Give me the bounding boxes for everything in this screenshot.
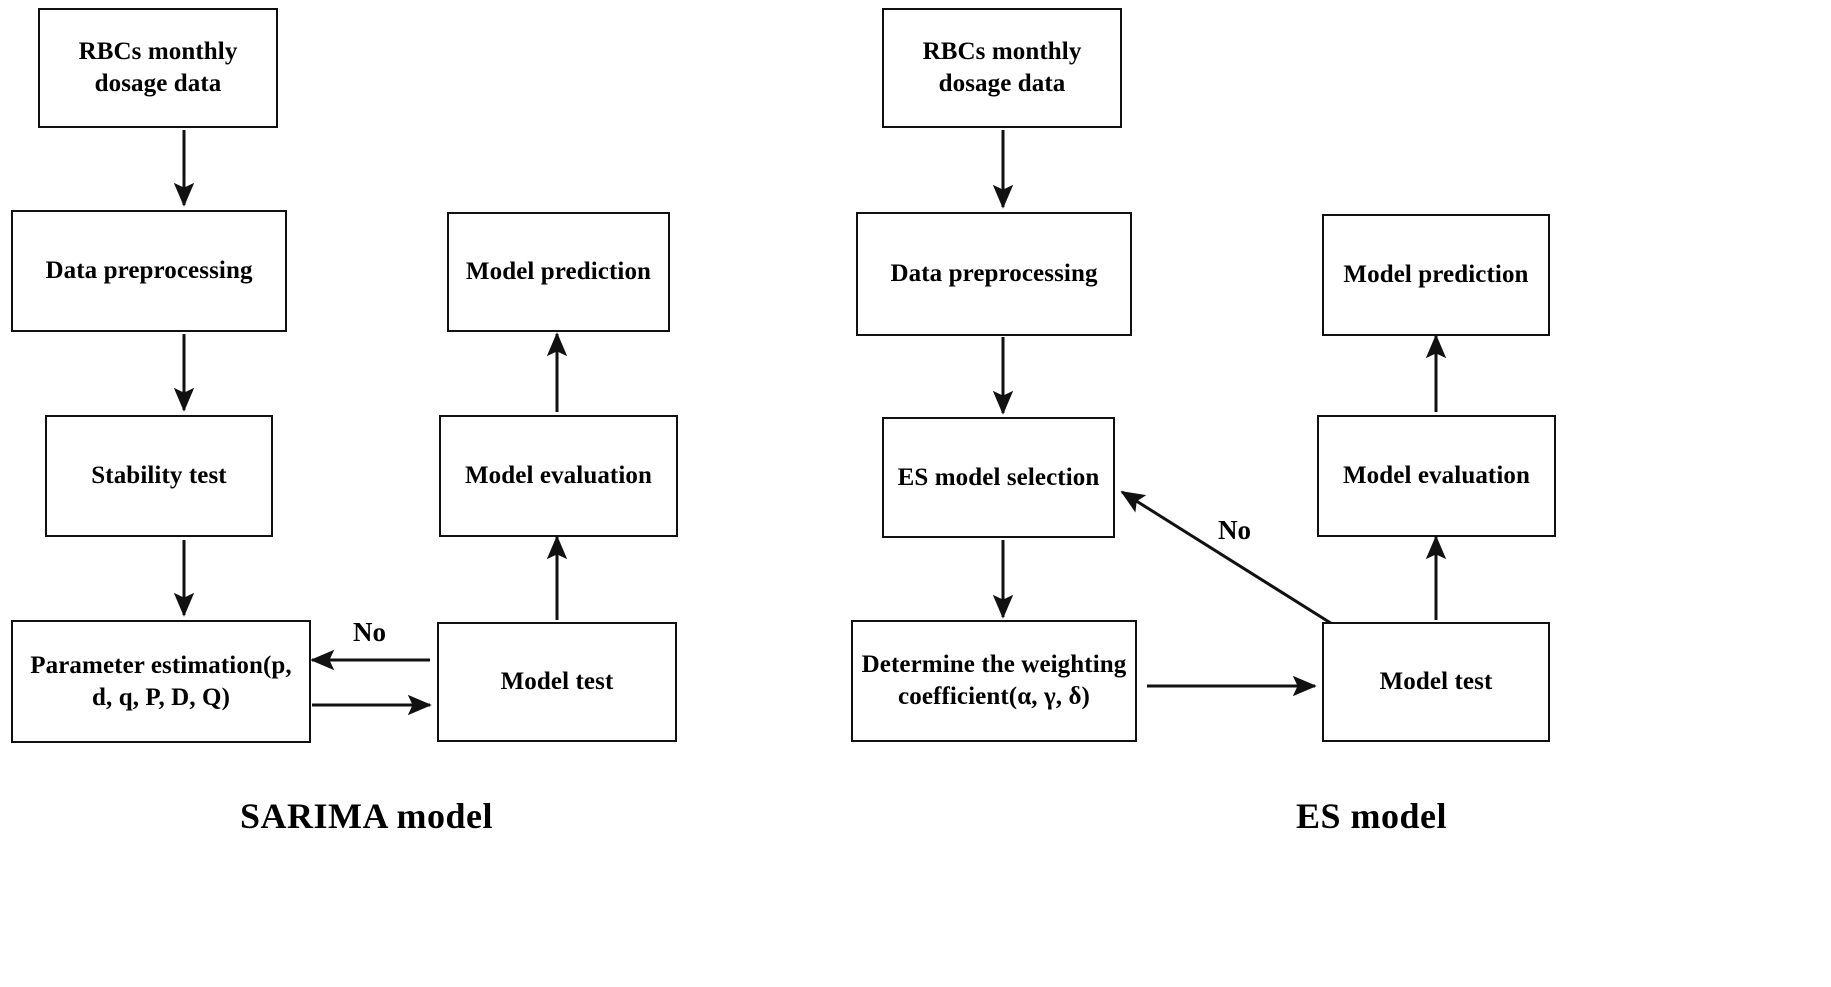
- node-es-input[interactable]: RBCs monthly dosage data: [882, 8, 1122, 128]
- node-sarima-model-prediction-label: Model prediction: [465, 258, 652, 285]
- node-es-model-prediction-label: Model prediction: [1343, 261, 1529, 288]
- arrow-es-test-to-selection-no: [1120, 490, 1338, 629]
- node-sarima-parameter-estimation-label: Parameter estimation(p, d, q, P, D, Q): [30, 651, 292, 711]
- node-sarima-stability-test-label: Stability test: [91, 462, 227, 489]
- node-sarima-parameter-estimation[interactable]: Parameter estimation(p, d, q, P, D, Q): [11, 620, 311, 743]
- node-sarima-preprocessing[interactable]: Data preprocessing: [11, 210, 287, 332]
- edge-label-sarima-no: No: [353, 617, 386, 647]
- node-es-model-selection-label: ES model selection: [897, 463, 1100, 491]
- node-es-input-label: RBCs monthly dosage data: [922, 38, 1082, 97]
- node-sarima-input[interactable]: RBCs monthly dosage data: [38, 8, 278, 128]
- node-es-preprocessing[interactable]: Data preprocessing: [856, 212, 1132, 336]
- panel-title-es: ES model: [1296, 796, 1448, 836]
- node-es-model-test[interactable]: Model test: [1322, 622, 1550, 742]
- node-sarima-model-evaluation[interactable]: Model evaluation: [439, 415, 678, 537]
- node-es-model-test-label: Model test: [1379, 668, 1493, 695]
- node-es-weighting-coefficient[interactable]: Determine the weighting coefficient(α, γ…: [851, 620, 1137, 742]
- node-es-model-selection[interactable]: ES model selection: [882, 417, 1115, 538]
- node-sarima-preprocessing-label: Data preprocessing: [45, 257, 253, 284]
- node-sarima-model-test-label: Model test: [500, 668, 614, 695]
- node-es-model-evaluation[interactable]: Model evaluation: [1317, 415, 1556, 537]
- node-sarima-model-evaluation-label: Model evaluation: [464, 462, 652, 489]
- node-es-weighting-coefficient-label: Determine the weighting coefficient(α, γ…: [861, 651, 1127, 710]
- panel-title-sarima: SARIMA model: [240, 796, 494, 836]
- node-es-model-evaluation-label: Model evaluation: [1342, 462, 1530, 489]
- node-sarima-model-test[interactable]: Model test: [437, 622, 677, 742]
- node-sarima-model-prediction[interactable]: Model prediction: [447, 212, 670, 332]
- edge-label-es-no: No: [1218, 515, 1251, 545]
- node-sarima-input-label: RBCs monthly dosage data: [78, 38, 238, 97]
- node-sarima-stability-test[interactable]: Stability test: [45, 415, 273, 537]
- node-es-model-prediction[interactable]: Model prediction: [1322, 214, 1550, 336]
- node-es-preprocessing-label: Data preprocessing: [890, 260, 1098, 287]
